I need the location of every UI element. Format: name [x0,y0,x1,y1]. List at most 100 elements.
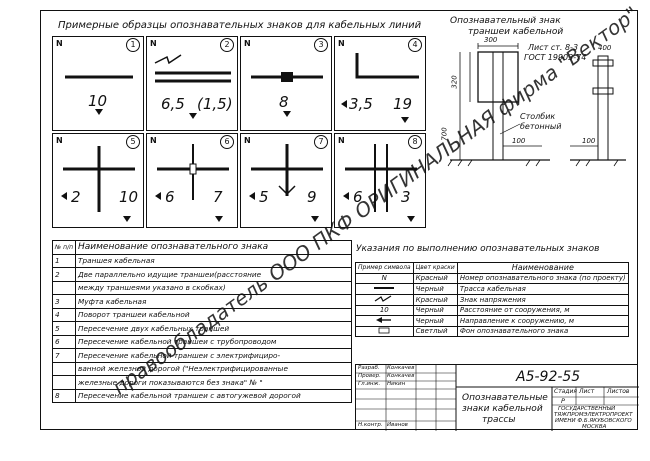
background-swatch-icon [378,327,390,334]
distance-value: 3,5 [349,95,373,113]
org-line-2: ТЯЖПРОМЭЛЕКТРОПРОЕКТ [554,412,633,418]
cable-trench-icon [65,75,133,115]
sign-number: 6 [220,135,234,149]
row-no: 4 [51,307,77,322]
row-symbol [355,315,414,327]
row-symbol [355,283,414,295]
row-text: Муфта кабельная [75,294,352,309]
sig-role: Провер. [358,373,381,379]
row-symbol: N [355,272,414,284]
sign-cell-1: N 1 10 [52,36,144,131]
row-symbol [355,325,414,337]
sig-role: Н.контр. [358,422,383,428]
title-block: Разраб. Конкачев Провер. Конкачев Гл.инж… [355,364,639,431]
row-name: Направление к сооружению, м [456,315,629,327]
row-text: Пересечение кабельной траншеи с трубопро… [75,334,352,349]
distance-value: 6 [165,188,175,206]
col-color: Цвет краски [412,262,458,274]
trench-crossing-icon [61,146,135,222]
sign-cell-3: N 3 8 [240,36,332,131]
post-material: бетонный [520,122,562,131]
distance-value: 9 [307,188,317,206]
row-color: Черный [412,304,458,316]
sign-number: 3 [314,38,328,52]
parallel-trenches-icon [154,54,231,119]
instructions-header: Пример символа Цвет краски Наименование [355,262,629,274]
row-no: 3 [51,294,77,309]
distance-value: 19 [393,95,413,113]
instructions-title: Указания по выполнению опознавательных з… [356,244,600,254]
row-text: Две параллельно идущие траншеи(расстояни… [75,267,352,282]
gost-ref: ГОСТ 19903-74 [524,53,587,62]
table-row: между траншеями указано в скобках) [51,280,352,295]
table-row: ванной железной дорогой ("Неэлектрифицир… [51,361,352,376]
pipeline-crossing-icon [155,144,229,222]
distance-value: 10 [119,188,139,206]
north-label: N [244,39,251,48]
row-text: Пересечение кабельной траншеи с электриф… [75,348,352,363]
row-color: Черный [412,315,458,327]
sign-cell-2: N 2 6,5 (1,5) [146,36,238,131]
dim-depth-b: 100 [582,137,596,145]
cable-joint-icon [251,72,323,117]
drawing-sheet [40,10,638,430]
sign-number: 1 [126,38,140,52]
sign-number: 5 [126,135,140,149]
elevation-subtitle: траншеи кабельной [468,27,564,37]
row-color: Светлый [412,325,458,337]
distance-value: 3 [401,188,411,206]
row-symbol: 10 [355,304,414,316]
col-name: Наименование [456,262,629,274]
row-name: Фон опознавательного знака [456,325,629,337]
voltage-zigzag-icon [374,294,392,302]
distance-value: 6,5 [161,95,185,113]
stamp-title-3: трассы [482,415,516,425]
drawing-code: А5-92-55 [516,369,581,385]
sig-role: Разраб. [358,365,380,371]
distance-value: 8 [279,93,289,111]
sign-number: 4 [408,38,422,52]
north-label: N [56,136,63,145]
spacing-value: (1,5) [197,95,233,113]
dim-400: 400 [598,44,612,52]
elevation-title: Опознавательный знак [450,16,561,26]
stamp-title-2: знаки кабельной [462,404,543,414]
table-row: железные дороги показываются без знака" … [51,375,352,390]
distance-value: 6 [353,188,363,206]
org-line-3: ИМЕНИ Ф.Б.ЯКУБОВСКОГО [555,418,632,424]
drawing-title: Примерные образцы опознавательных знаков… [58,20,422,31]
sign-cell-4: N 4 3,5 19 [334,36,426,131]
org-line-4: МОСКВА [582,424,607,430]
legend-header: № п/п Наименование опознавательного знак… [51,240,352,255]
distance-value: 10 [88,92,108,110]
row-name: Знак напряжения [456,293,629,306]
sign-cell-7: N 7 5 9 [240,133,332,228]
sign-cell-6: N 6 6 7 [146,133,238,228]
row-no: 5 [51,321,77,336]
row-no: 2 [51,267,77,282]
sig-name: Никин [387,381,406,387]
dim-width: 300 [484,36,498,44]
sign-number: 8 [408,135,422,149]
elevation-svg [447,43,626,167]
north-label: N [338,136,345,145]
row-no [51,361,77,376]
row-no: 1 [51,253,77,268]
row-text: Траншея кабельная [75,253,352,268]
sign-samples-grid: N 1 10 N 2 6,5 (1,5) N 3 8 N 4 [52,36,427,228]
row-name: Трасса кабельная [456,283,629,295]
row-text: между траншеями указано в скобках) [75,280,352,295]
row-no: 6 [51,334,77,349]
distance-value: 2 [71,188,81,206]
trench-line-icon [374,286,395,289]
col-sheet: Лист [579,388,595,395]
